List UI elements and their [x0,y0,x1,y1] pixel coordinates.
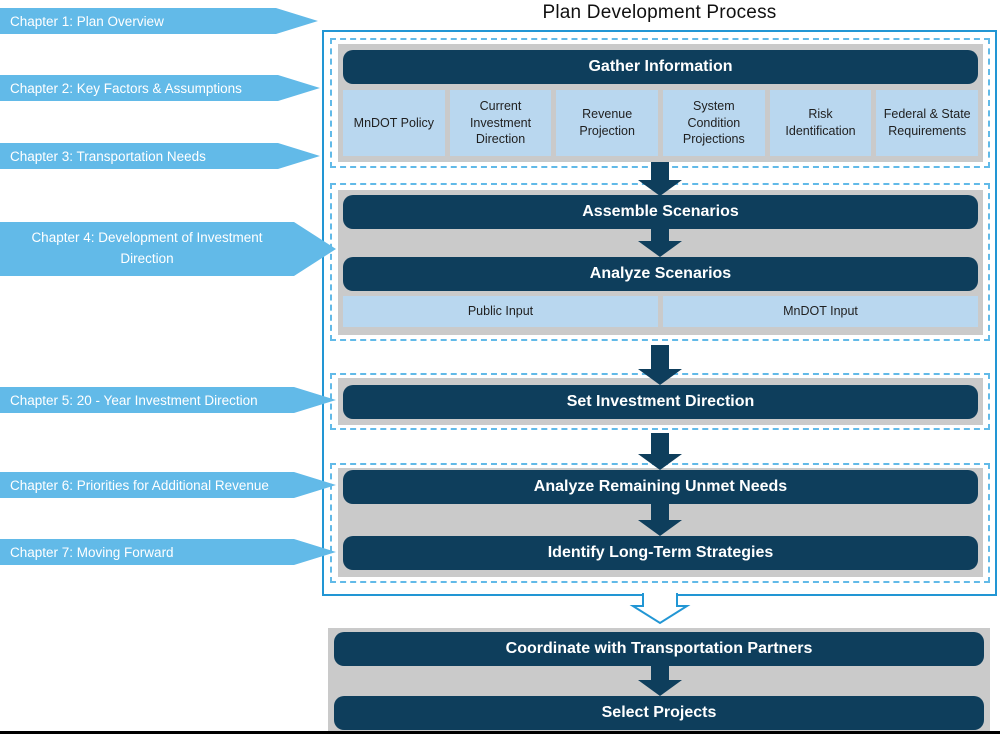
gather-information-title: Gather Information [588,58,733,75]
chapter-1-arrow: Chapter 1: Plan Overview [0,8,318,34]
chapter-3-arrow: Chapter 3: Transportation Needs [0,143,320,169]
coordinate-partners-bar: Coordinate with Transportation Partners [334,632,984,666]
assemble-scenarios-bar: Assemble Scenarios [343,195,978,229]
identify-long-term-strategies-bar: Identify Long-Term Strategies [343,536,978,570]
analyze-scenarios-title: Analyze Scenarios [589,265,732,282]
analyze-scenarios-bar: Analyze Scenarios [343,257,978,291]
gather-information-bar: Gather Information [343,50,978,84]
select-projects-title: Select Projects [601,704,717,721]
chapter-4-arrow: Chapter 4: Development of Investment Dir… [0,222,336,276]
chapter-4-label: Chapter 4: Development of Investment Dir… [31,230,263,266]
set-investment-direction-bar: Set Investment Direction [343,385,978,419]
mndot-input-box: MnDOT Input [663,296,978,327]
analyze-remaining-unmet-needs-bar: Analyze Remaining Unmet Needs [343,470,978,504]
chapter-6-arrow: Chapter 6: Priorities for Additional Rev… [0,472,336,498]
chapter-7-label: Chapter 7: Moving Forward [10,544,174,560]
gather-item-risk-identification: Risk Identification [769,90,872,156]
bottom-divider [0,731,1000,734]
assemble-scenarios-title: Assemble Scenarios [582,203,739,220]
coordinate-partners-title: Coordinate with Transportation Partners [505,640,813,657]
gather-item-system-condition-projections: System Condition Projections [663,90,765,156]
chapter-5-arrow: Chapter 5: 20 - Year Investment Directio… [0,387,336,413]
select-projects-bar: Select Projects [334,696,984,730]
chapter-1-label: Chapter 1: Plan Overview [10,13,164,29]
chapter-5-label: Chapter 5: 20 - Year Investment Directio… [10,392,258,408]
page-title: Plan Development Process [542,2,777,23]
analyze-scenarios-items: Public Input MnDOT Input [343,296,978,327]
hollow-down-arrow-icon [629,593,691,625]
gather-item-revenue-projection: Revenue Projection [556,90,659,156]
public-input-box: Public Input [343,296,658,327]
gather-item-current-investment-direction: Current Investment Direction [449,90,552,156]
chapter-2-label: Chapter 2: Key Factors & Assumptions [10,80,242,96]
gather-information-items: MnDOT Policy Current Investment Directio… [343,90,979,156]
gather-item-mndot-policy: MnDOT Policy [343,90,445,156]
analyze-remaining-unmet-needs-title: Analyze Remaining Unmet Needs [533,478,788,495]
chapter-6-label: Chapter 6: Priorities for Additional Rev… [10,477,269,493]
chapter-2-arrow: Chapter 2: Key Factors & Assumptions [0,75,320,101]
gather-item-federal-state-requirements: Federal & State Requirements [876,90,979,156]
set-investment-direction-title: Set Investment Direction [566,393,755,410]
chapter-3-label: Chapter 3: Transportation Needs [10,148,206,164]
identify-long-term-strategies-title: Identify Long-Term Strategies [547,544,774,561]
chapter-7-arrow: Chapter 7: Moving Forward [0,539,336,565]
